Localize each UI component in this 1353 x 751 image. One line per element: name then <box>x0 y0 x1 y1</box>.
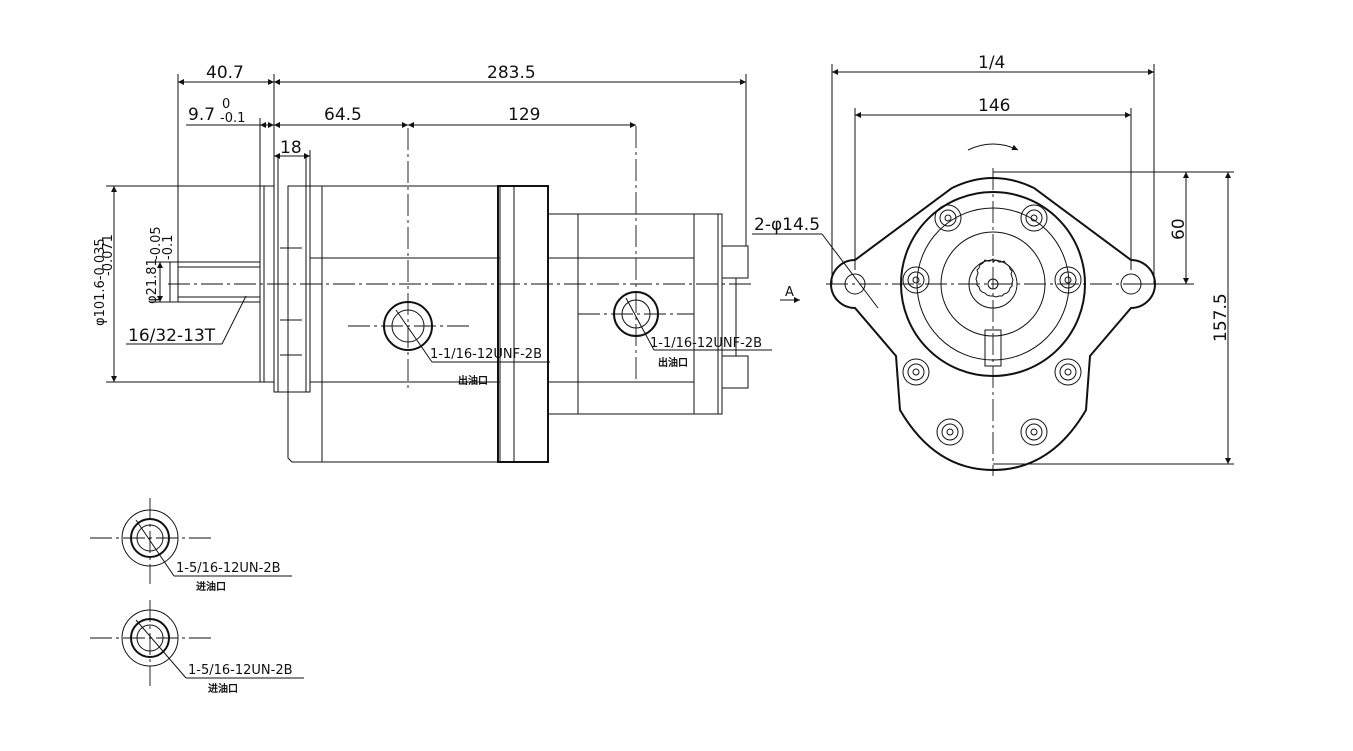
dim-40-7-label: 40.7 <box>206 63 244 83</box>
dim-18-label: 18 <box>280 138 302 158</box>
bolt-low-left <box>902 358 930 386</box>
outlet-2-label: 出油口 <box>658 356 688 369</box>
dim-18: 18 <box>274 138 311 186</box>
dim-64-5-label: 64.5 <box>324 105 362 125</box>
dim-283-5-label: 283.5 <box>487 63 536 83</box>
dim-283-5: 283.5 <box>274 63 747 246</box>
dim-dia-101-lower: -0.071 <box>101 234 116 276</box>
dim-1-4: 1/4 <box>831 53 1155 284</box>
dim-9-7-upper: 0 <box>222 97 230 112</box>
center-plate <box>497 185 549 463</box>
dim-dia-21: φ21.81 -0.05 -0.1 <box>145 226 176 304</box>
dim-dia-101-label: φ101.6-0.035 <box>93 238 108 326</box>
bolt-mid-right <box>1054 266 1082 294</box>
shaft <box>169 261 261 303</box>
dim-157-5: 157.5 <box>993 171 1234 465</box>
bolt-top-right <box>1020 204 1048 232</box>
side-view: 40.7 283.5 9.7 0 -0.1 64.5 129 <box>93 63 772 463</box>
holes-note-label: 2-φ14.5 <box>754 215 820 235</box>
dim-9-7-label: 9.7 <box>188 105 215 125</box>
dim-dia-101: φ101.6-0.035 -0.071 <box>93 185 260 383</box>
front-housing <box>287 185 501 463</box>
spline-note: 16/32-13T <box>126 295 247 346</box>
dim-1-4-label: 1/4 <box>978 53 1005 73</box>
outlet-1-thread: 1-1/16-12UNF-2B <box>430 347 542 362</box>
inlet-2-thread: 1-5/16-12UN-2B <box>188 663 293 678</box>
inlet-detail-2: 1-5/16-12UN-2B 进油口 <box>90 600 304 695</box>
dim-146: 146 <box>854 96 1132 270</box>
inlet-detail-1: 1-5/16-12UN-2B 进油口 <box>90 498 292 593</box>
dim-60: 60 <box>993 171 1194 285</box>
bolt-bottom-right <box>1020 418 1048 446</box>
dim-129: 129 <box>408 105 636 128</box>
outlet-1-label: 出油口 <box>458 374 488 387</box>
spline-note-label: 16/32-13T <box>128 326 216 346</box>
dim-9-7: 9.7 0 -0.1 <box>186 97 274 186</box>
dim-dia-21-lower: -0.1 <box>161 235 176 260</box>
bolt-top-left <box>934 204 962 232</box>
outlet-port-front <box>348 128 550 390</box>
holes-note: 2-φ14.5 <box>752 215 879 309</box>
bolt-mid-left <box>902 266 930 294</box>
dim-dia-21-upper: -0.05 <box>149 226 164 260</box>
spline-teeth <box>975 258 1014 298</box>
inlet-1-thread: 1-5/16-12UN-2B <box>176 561 281 576</box>
dim-dia-21-label: φ21.81 <box>145 258 160 304</box>
dim-9-7-lower: -0.1 <box>220 111 245 126</box>
rotation-arrow <box>967 143 1019 151</box>
dim-129-label: 129 <box>508 105 540 125</box>
view-a-label: A <box>785 285 794 300</box>
inlet-2-label: 进油口 <box>208 682 238 695</box>
front-view: A 1/4 146 60 157.5 <box>752 53 1234 476</box>
dim-157-5-label: 157.5 <box>1211 293 1231 342</box>
bolt-bottom-left <box>936 418 964 446</box>
dim-146-label: 146 <box>978 96 1010 116</box>
dim-64-5: 64.5 <box>274 105 408 128</box>
dim-40-7: 40.7 <box>177 63 275 262</box>
inlet-1-label: 进油口 <box>196 580 226 593</box>
mounting-flange <box>273 155 311 393</box>
outlet-2-thread: 1-1/16-12UNF-2B <box>650 336 762 351</box>
outlet-port-rear <box>578 126 772 380</box>
bolt-low-right <box>1054 358 1082 386</box>
dim-60-label: 60 <box>1169 218 1189 240</box>
